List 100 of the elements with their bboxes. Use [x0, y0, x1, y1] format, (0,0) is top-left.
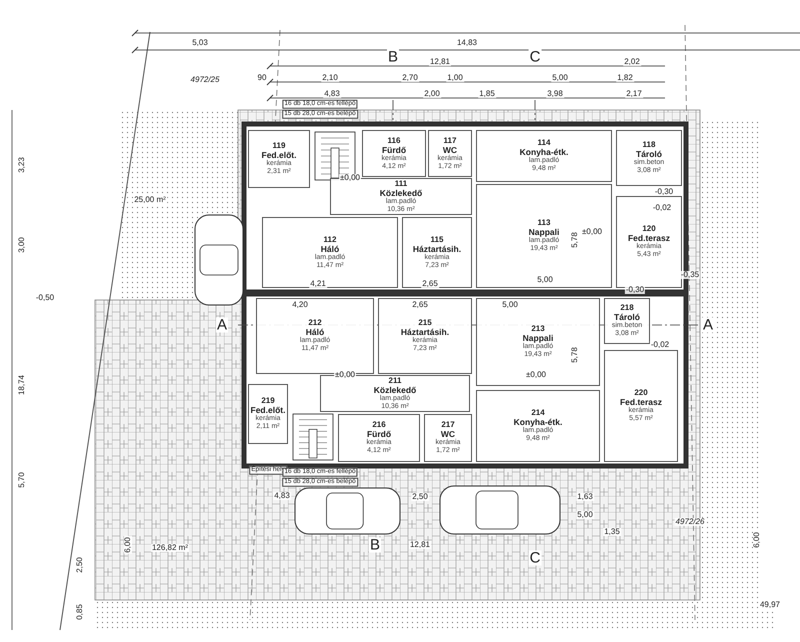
elevation-mark: -0,02: [650, 341, 670, 349]
room-number: 216: [372, 421, 386, 430]
room: [428, 130, 472, 177]
dimension-text: 4,83: [273, 492, 291, 500]
room-number: 219: [261, 397, 275, 406]
room-number: 213: [531, 325, 545, 334]
room: [476, 298, 600, 386]
dimension-text: 2,00: [423, 90, 441, 98]
room-name: Fürdő: [366, 430, 392, 440]
dimension-text: 18,74: [18, 374, 26, 396]
room: [604, 298, 650, 344]
axis-letter: B: [369, 538, 381, 552]
dimension-text: 2,02: [623, 58, 641, 66]
dimension-text: 2,50: [76, 556, 84, 574]
dimension-text: 3,23: [18, 156, 26, 174]
dimension-text: 1,63: [576, 493, 594, 501]
room-number: 111: [394, 180, 408, 189]
room-number: 220: [634, 389, 648, 398]
room-name: Közlekedő: [374, 386, 416, 395]
room-name: Fed.előt.: [262, 151, 296, 160]
room: [616, 130, 682, 186]
elevation-mark: ±0,00: [339, 174, 361, 182]
room-number: 114: [538, 139, 550, 148]
dimension-text: 1,00: [446, 74, 464, 82]
dimension-text: 2,10: [321, 74, 339, 82]
room-number: 212: [308, 319, 322, 328]
room-name: Közlekedő: [380, 188, 422, 198]
room-name: Fürdő: [382, 146, 406, 155]
room: [248, 130, 310, 188]
room: [378, 298, 472, 374]
room: [248, 384, 288, 444]
room-number: 115: [430, 236, 444, 245]
room-name: Háló: [320, 244, 340, 254]
dimension-text: 6,00: [124, 536, 132, 554]
room-number: 120: [642, 225, 656, 234]
axis-letter: B: [387, 50, 399, 64]
dimension-text: 2,50: [411, 493, 429, 501]
room: [402, 217, 472, 288]
room-number: 215: [418, 319, 432, 328]
dimension-text: 5,03: [191, 39, 209, 47]
elevation-mark: ±0,00: [581, 228, 603, 236]
room-name: Háló: [306, 328, 324, 338]
room-name: Fed.terasz: [620, 398, 662, 408]
dimension-text: 2,65: [411, 301, 429, 309]
dimension-text: 5,00: [536, 276, 554, 284]
elevation-mark: -0,50: [34, 294, 56, 302]
dimension-text: 12,81: [408, 541, 432, 549]
dimension-text: 2,17: [625, 90, 643, 98]
room: [616, 196, 682, 288]
room-name: Tároló: [636, 150, 662, 160]
room: [476, 184, 612, 288]
room-number: 116: [388, 136, 400, 146]
parcel-number: 4972/26: [674, 518, 706, 526]
dimension-text: 4,83: [323, 90, 341, 98]
room-name: Fed.terasz: [628, 234, 670, 244]
dimension-text: 5,70: [18, 471, 26, 489]
axis-letter: C: [528, 50, 542, 64]
room-number: 218: [620, 304, 634, 314]
parcel-number: 4972/25: [190, 76, 220, 84]
dimension-text: 3,00: [18, 236, 26, 254]
dimension-text: 1,85: [478, 90, 496, 98]
room: [476, 390, 600, 462]
room: [338, 414, 420, 462]
room-name: WC: [440, 430, 456, 440]
dimension-text: 5,00: [576, 511, 594, 519]
dimension-text: 1,35: [603, 528, 621, 536]
dimension-text: 14,83: [456, 39, 478, 47]
room-name: WC: [442, 146, 458, 155]
dimension-text: 4,21: [309, 280, 327, 288]
dimension-text: 6,00: [753, 531, 761, 549]
dimension-text: 12,81: [428, 58, 452, 66]
elevation-mark: -0,35: [680, 271, 700, 279]
room-name: Nappali: [522, 334, 554, 344]
dimension-text: 5,00: [501, 301, 519, 309]
area-text: 126,82 m²: [150, 544, 190, 552]
room-number: 118: [642, 141, 656, 150]
room: [476, 130, 612, 182]
room: [362, 130, 426, 177]
room-name: Nappali: [528, 228, 560, 238]
dimension-text: 1,82: [616, 74, 634, 82]
room-name: Konyha-étk.: [520, 148, 568, 158]
room-number: 217: [441, 421, 455, 430]
axis-letter: A: [216, 318, 228, 332]
room: [604, 350, 678, 462]
dimension-text: 5,78: [571, 231, 579, 249]
dimension-text: 0,85: [76, 603, 84, 621]
room: [262, 217, 398, 288]
dimension-text: 5,00: [551, 74, 569, 82]
dimension-text: 49,97: [758, 601, 782, 609]
room-number: 211: [388, 376, 402, 386]
elevation-mark: ±0,00: [334, 371, 356, 379]
room-number: 119: [272, 142, 286, 152]
room-name: Fed.előt.: [250, 406, 286, 416]
elevation-mark: -0,30: [624, 286, 646, 294]
room: [424, 414, 472, 462]
dimension-text: 2,65: [421, 280, 439, 288]
area-text: 25,00 m²: [133, 196, 167, 204]
dimension-text: 3,98: [546, 90, 564, 98]
elevation-mark: -0,02: [652, 204, 672, 212]
dimension-text: 90: [256, 74, 268, 82]
